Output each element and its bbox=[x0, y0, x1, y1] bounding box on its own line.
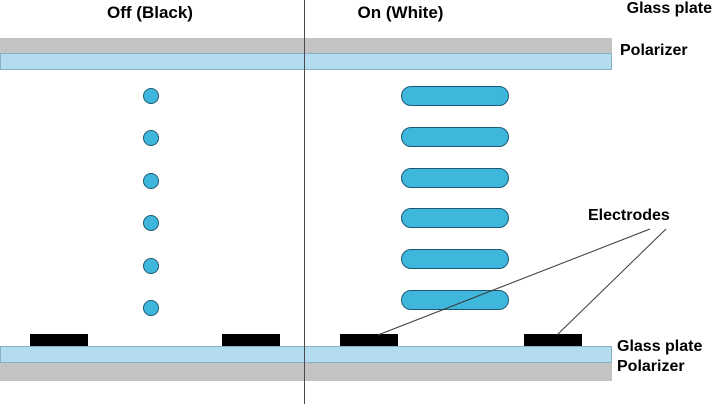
lc-molecule-pill bbox=[401, 86, 509, 106]
glass-plate-bottom-label: Glass plate bbox=[617, 338, 703, 355]
lc-molecule-dot bbox=[142, 130, 159, 147]
polarizer-top-label: Polarizer bbox=[620, 42, 688, 59]
lc-molecule-pill bbox=[401, 249, 509, 270]
electrodes-label: Electrodes bbox=[588, 207, 670, 224]
lc-molecules-on-column bbox=[401, 86, 509, 310]
electrode-4 bbox=[524, 334, 582, 346]
polarizer-top-bar bbox=[0, 53, 612, 70]
lc-molecule-dot bbox=[142, 257, 159, 274]
off-state-title: Off (Black) bbox=[107, 3, 193, 22]
lc-molecule-pill bbox=[401, 167, 509, 188]
panel-divider bbox=[304, 0, 305, 404]
lc-molecule-pill bbox=[401, 126, 509, 147]
electrode-1 bbox=[30, 334, 88, 346]
glass-plate-top-label: Glass plate bbox=[626, 0, 712, 17]
lc-molecule-dot bbox=[142, 299, 159, 316]
electrode-3 bbox=[340, 334, 398, 346]
lc-molecule-dot bbox=[142, 88, 159, 104]
lc-molecule-dot bbox=[142, 172, 159, 189]
lc-molecule-dot bbox=[142, 215, 159, 232]
lc-molecules-off-column bbox=[142, 88, 159, 316]
polarizer-bottom-label: Polarizer bbox=[617, 358, 685, 375]
lc-molecule-pill bbox=[401, 208, 509, 229]
glass-plate-bottom-bar bbox=[0, 346, 612, 363]
on-state-title: On (White) bbox=[357, 3, 444, 22]
lc-molecule-pill bbox=[401, 289, 509, 310]
electrode-2 bbox=[222, 334, 280, 346]
polarizer-bottom-bar bbox=[0, 363, 612, 381]
glass-plate-top-bar bbox=[0, 38, 612, 53]
electrode-pointer-line-right bbox=[556, 228, 667, 336]
